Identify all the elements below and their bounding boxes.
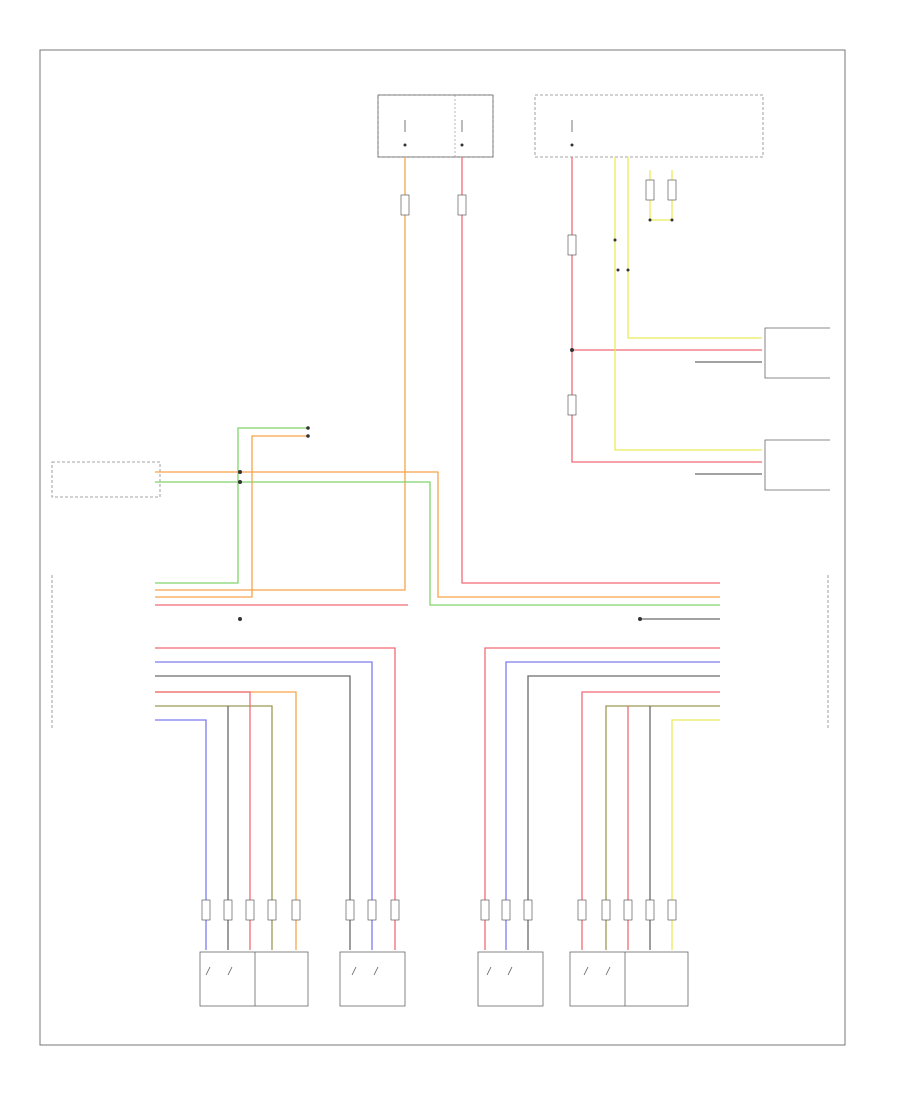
switch-box-1 — [199, 951, 309, 1007]
wire-right-red-1 — [484, 647, 720, 950]
wire-pink-right-fuse — [571, 157, 762, 463]
wire-group — [155, 157, 762, 950]
wire-tags — [201, 179, 677, 921]
switch-symbols — [205, 966, 611, 976]
wire-orange-console — [155, 471, 720, 598]
wire-left-gray-1 — [155, 675, 351, 950]
wire-right-olive-2 — [605, 705, 720, 950]
splice-dots — [238, 218, 674, 621]
wire-left-blue-2 — [155, 719, 207, 950]
top-fuse-block-left — [377, 94, 494, 158]
switch-box-4 — [569, 951, 689, 1007]
top-fuse-block-right — [534, 94, 764, 158]
wire-left-red-1 — [155, 647, 396, 950]
rear-door-module-lower — [764, 439, 830, 491]
wire-left-olive-2 — [155, 705, 273, 950]
wire-orange-main — [155, 157, 406, 591]
wire-left-blue-1 — [155, 661, 373, 950]
switch-box-3 — [477, 951, 544, 1007]
wire-green-upper — [155, 427, 308, 584]
rear-console-module — [51, 461, 161, 498]
fuse-symbols — [403, 120, 574, 147]
diagram-frame — [39, 49, 846, 1046]
wire-red-main — [461, 157, 720, 584]
wire-yellow-1 — [614, 157, 762, 451]
wire-yellow-2 — [627, 157, 762, 339]
switch-box-2 — [339, 951, 406, 1007]
wire-orange-upper — [155, 435, 308, 598]
wire-green-console — [155, 481, 720, 606]
wire-right-pink-2 — [581, 691, 720, 950]
rear-door-module-upper — [764, 327, 830, 379]
wire-right-yellow-3 — [671, 719, 720, 950]
wire-right-gray-1 — [527, 675, 720, 950]
wire-right-blue-1 — [505, 661, 720, 950]
wire-left-pink-2 — [155, 691, 251, 950]
